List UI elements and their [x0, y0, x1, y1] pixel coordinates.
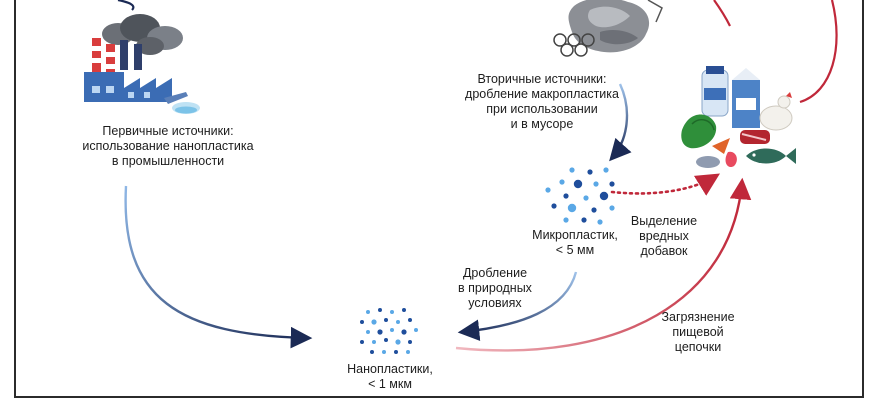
- primary-sources-line-1: Первичные источники:: [102, 124, 234, 138]
- additives-label: Выделение вредных добавок: [614, 214, 714, 259]
- secondary-sources-line-4: и в мусоре: [510, 117, 574, 131]
- arrow-microplastic-to-nanoplastic: [457, 271, 578, 341]
- arrow-secondary-to-microplastic: [609, 83, 632, 162]
- fragmentation-label: Дробление в природных условиях: [440, 266, 550, 311]
- fragmentation-line-1: Дробление: [462, 266, 528, 280]
- microplastic-line-2: < 5 мм: [555, 243, 595, 257]
- primary-sources-label: Первичные источники: использование наноп…: [78, 124, 258, 169]
- secondary-sources-line-2: дробление макропластика: [465, 87, 619, 101]
- fragmentation-line-3: условиях: [468, 296, 522, 310]
- nanoplastic-line-1: Нанопластики,: [347, 362, 433, 376]
- plastic-waste-icon: [553, 0, 663, 57]
- fragmentation-line-2: в природных: [458, 281, 532, 295]
- arrow-nanoplastic-to-food: [455, 177, 752, 352]
- additives-line-3: добавок: [640, 244, 688, 258]
- microplastic-particles: [545, 167, 615, 225]
- secondary-sources-line-1: Вторичные источники:: [477, 72, 607, 86]
- additives-line-1: Выделение: [630, 214, 698, 228]
- food-chain-label: Загрязнение пищевой цепочки: [648, 310, 748, 355]
- arrow-primary-to-nanoplastic: [124, 185, 313, 349]
- food-chain-line-2: пищевой: [672, 325, 724, 339]
- nanoplastic-label: Нанопластики, < 1 мкм: [330, 362, 450, 392]
- food-products-icon: [681, 66, 796, 168]
- secondary-sources-line-3: при использовании: [486, 102, 598, 116]
- additives-line-2: вредных: [639, 229, 689, 243]
- microplastic-label: Микропластик, < 5 мм: [520, 228, 630, 258]
- food-chain-line-3: цепочки: [674, 340, 722, 354]
- arrow-microplastic-to-food-dotted: [610, 173, 720, 196]
- nanoplastic-particles: [360, 308, 418, 354]
- arrow-top-left-partial: [117, 0, 135, 11]
- factory-icon: [84, 14, 200, 114]
- nanoplastic-line-2: < 1 мкм: [368, 377, 412, 391]
- microplastic-line-1: Микропластик,: [532, 228, 618, 242]
- primary-sources-line-2: использование нанопластика: [82, 139, 254, 153]
- arrow-top-right-partial: [713, 0, 731, 27]
- food-chain-line-1: Загрязнение: [661, 310, 735, 324]
- primary-sources-line-3: в промышленности: [111, 154, 225, 168]
- secondary-sources-label: Вторичные источники: дробление макроплас…: [452, 72, 632, 132]
- arrow-right-edge-curve: [799, 0, 838, 104]
